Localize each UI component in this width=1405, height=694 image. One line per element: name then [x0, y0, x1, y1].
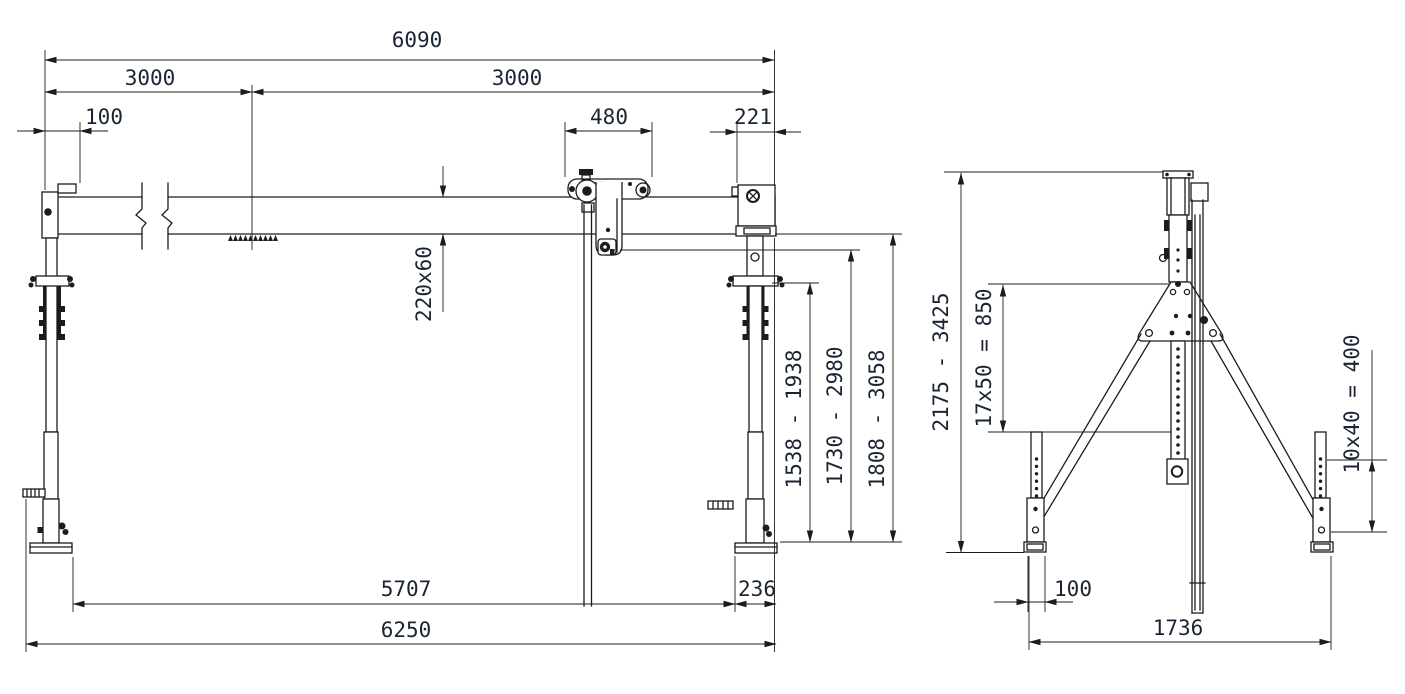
top-bolt [746, 189, 760, 203]
support-struts [1039, 333, 1317, 521]
dim-overall-top-label: 6090 [392, 28, 443, 52]
dim-trolley-width: 480 [564, 105, 653, 135]
front-dimensions: 6090 3000 3000 100 480 [17, 28, 902, 652]
dim-right-foot-offset: 236 [734, 577, 777, 608]
dim-span-left-label: 3000 [125, 66, 176, 90]
right-leg [707, 184, 785, 554]
dim-span-right-label: 3000 [492, 66, 543, 90]
chain-fall [583, 204, 593, 607]
dim-overall-bottom: 6250 [25, 618, 777, 648]
leg-hole [750, 252, 760, 262]
left-leg [22, 183, 77, 554]
wing-nut [58, 522, 66, 530]
height-clamp [726, 275, 785, 340]
foot-block [1310, 541, 1334, 553]
mast-column [1166, 340, 1189, 485]
dim-base-span: 1736 [1028, 616, 1332, 646]
jack-handle [707, 500, 734, 510]
dim-inner-span-label: 5707 [381, 577, 432, 601]
bridge-beam [57, 182, 776, 250]
rack-serration [228, 235, 278, 241]
wing-nut [762, 524, 770, 532]
front-view: 6090 3000 3000 100 480 [17, 28, 902, 652]
eye-bolt [1158, 253, 1168, 263]
dim-height-range: 2175 - 3425 [929, 172, 965, 553]
dim-range-clamp: 1538 - 1938 [782, 282, 814, 543]
dim-foot-offset: 100 [994, 577, 1092, 606]
dim-beam-profile-label: 220x60 [412, 246, 436, 322]
dim-range-hook: 1730 - 2980 [823, 249, 855, 543]
column-pin-hole [1170, 465, 1184, 478]
dim-range-beam-label: 1808 - 3058 [865, 349, 889, 488]
dim-right-foot-offset-label: 236 [738, 577, 776, 601]
gusset-plate [1137, 281, 1224, 342]
dim-height-range-label: 2175 - 3425 [929, 292, 953, 431]
dim-right-offset-label: 221 [734, 105, 772, 129]
dim-post-hole-pattern: 10x40 = 400 [1340, 334, 1376, 533]
dim-beam-profile: 220x60 [412, 166, 447, 322]
trolley-hoist [567, 169, 651, 607]
side-view: 2175 - 3425 17x50 = 850 10x40 = 400 100 [929, 170, 1387, 650]
foot-plate [734, 542, 778, 554]
foot-block [1023, 541, 1047, 553]
dim-foot-offset-label: 100 [1054, 577, 1092, 601]
dim-inner-span: 5707 [72, 577, 736, 608]
beam-break-line [161, 182, 173, 250]
pivot-hole [44, 208, 52, 216]
dim-mast-hole-pattern: 17x50 = 850 [972, 284, 1007, 433]
dim-range-hook-label: 1730 - 2980 [823, 346, 847, 485]
side-dimensions: 2175 - 3425 17x50 = 850 10x40 = 400 100 [929, 171, 1387, 650]
right-post [1310, 431, 1334, 553]
dim-mast-hole-pattern-label: 17x50 = 850 [972, 288, 996, 427]
beam-break-line [135, 182, 147, 250]
dim-span-right: 3000 [251, 66, 775, 96]
hoist-hook [597, 238, 617, 256]
dim-range-clamp-label: 1538 - 1938 [782, 349, 806, 488]
dim-range-beam: 1808 - 3058 [865, 233, 897, 543]
height-clamp [28, 275, 75, 340]
dim-trolley-width-label: 480 [590, 105, 628, 129]
dim-overall-top: 6090 [44, 28, 775, 64]
dim-base-span-label: 1736 [1153, 616, 1204, 640]
dim-post-hole-pattern-label: 10x40 = 400 [1340, 334, 1364, 473]
dim-overall-bottom-label: 6250 [381, 618, 432, 642]
jack-handle [22, 488, 46, 498]
chain-bar [1189, 199, 1206, 614]
mast-head [1158, 170, 1209, 283]
dim-left-offset-label: 100 [85, 105, 123, 129]
dim-right-offset: 221 [710, 105, 801, 183]
left-post [1023, 431, 1047, 553]
dim-span-left: 3000 [44, 66, 253, 96]
dim-left-offset: 100 [17, 105, 123, 135]
foot-plate [29, 542, 73, 554]
